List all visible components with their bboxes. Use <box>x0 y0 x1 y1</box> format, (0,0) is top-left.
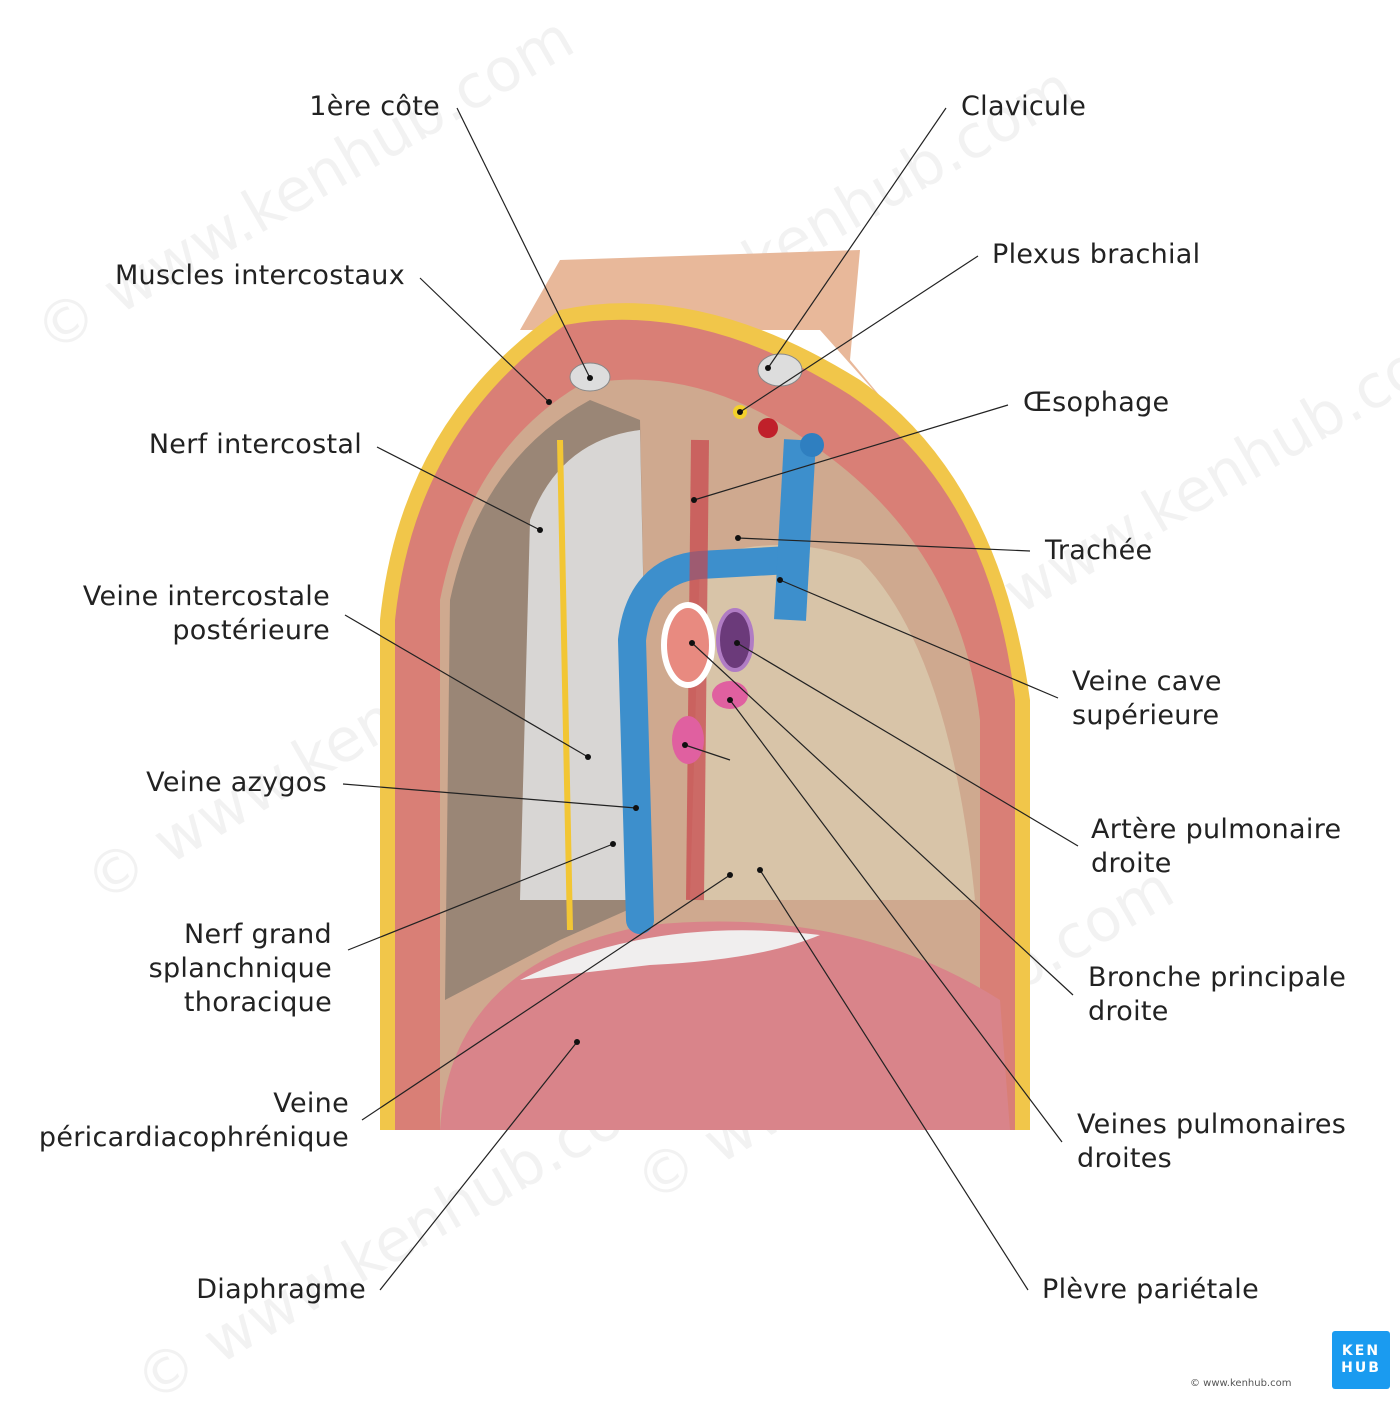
label-line: Veine intercostale <box>82 581 330 612</box>
label-oesophage: Œsophage <box>1023 387 1170 418</box>
label-nerf-intercostal: Nerf intercostal <box>148 429 362 460</box>
label-line: droite <box>1088 996 1169 1027</box>
label-line: droite <box>1091 848 1172 879</box>
label-line: Veine <box>273 1088 349 1119</box>
label-diaphragme: Diaphragme <box>196 1274 366 1305</box>
label-premiere-cote: 1ère côte <box>309 91 440 122</box>
vertebral-column <box>520 430 650 900</box>
sympathetic-trunk <box>557 439 573 931</box>
label-line: postérieure <box>172 615 330 646</box>
label-line: Artère pulmonaire <box>1091 814 1342 845</box>
label-muscles-intercostaux: Muscles intercostaux <box>114 260 405 291</box>
pulmonary-vein <box>712 681 748 709</box>
logo-text: KEN <box>1341 1343 1381 1359</box>
label-line: splanchnique <box>148 953 332 984</box>
clavicle-section <box>757 353 803 387</box>
logo-text: HUB <box>1341 1360 1381 1376</box>
label-line: péricardiacophrénique <box>38 1122 349 1153</box>
mediastinum <box>690 545 975 900</box>
main-bronchus <box>716 608 754 672</box>
superior-vena-cava <box>774 439 816 621</box>
label-line: Veines pulmonaires <box>1077 1109 1347 1140</box>
subclavian-artery <box>758 418 778 438</box>
label-line: Veine cave <box>1072 666 1222 697</box>
label-clavicule: Clavicule <box>961 91 1087 122</box>
subclavian-vein <box>800 433 824 457</box>
label-line: droites <box>1077 1143 1173 1174</box>
neck-skin <box>520 250 900 420</box>
label-line: Nerf grand <box>183 919 332 950</box>
label-line: thoracique <box>183 987 332 1018</box>
label-veine-azygos: Veine azygos <box>146 767 327 798</box>
pulmonary-vein <box>672 716 704 764</box>
copyright-text: © www.kenhub.com <box>1190 1378 1292 1389</box>
pulmonary-artery <box>661 602 715 688</box>
leader-dots <box>537 365 783 1045</box>
label-line: supérieure <box>1072 700 1220 731</box>
leader-lines <box>342 107 1079 1291</box>
label-plexus-brachial: Plexus brachial <box>992 239 1201 270</box>
label-trachee: Trachée <box>1045 535 1153 566</box>
label-plevre-parietale: Plèvre pariétale <box>1042 1274 1260 1305</box>
diaphragm-tendon <box>520 930 820 980</box>
label-line: Bronche principale <box>1088 962 1347 993</box>
